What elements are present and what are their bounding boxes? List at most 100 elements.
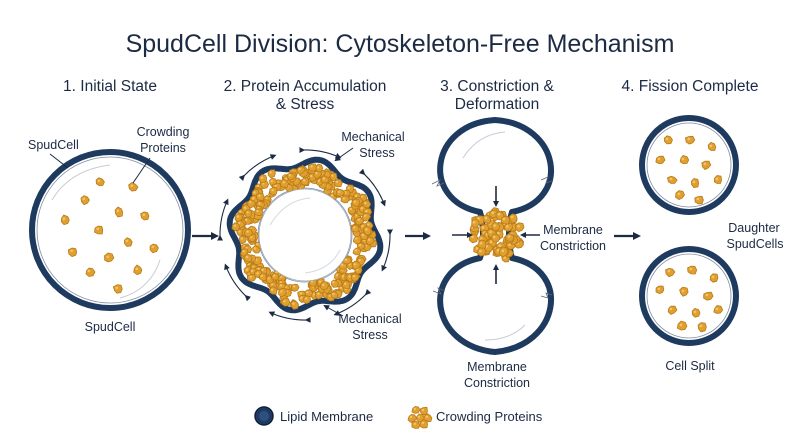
protein-highlight xyxy=(354,249,357,252)
protein-particle xyxy=(269,187,278,196)
stress-arrow xyxy=(224,263,252,302)
protein-particle xyxy=(697,322,707,333)
diagram-title: SpudCell Division: Cytoskeleton-Free Mec… xyxy=(126,30,675,58)
stress-arrow xyxy=(381,229,393,272)
protein-highlight xyxy=(135,267,139,271)
protein-highlight xyxy=(274,184,277,188)
protein-highlight xyxy=(62,217,66,221)
protein-highlight xyxy=(669,177,673,181)
step-3-heading: 3. Constriction & xyxy=(440,78,554,95)
stress-arrow xyxy=(333,288,372,316)
label-stress-bottom-line1: Mechanical xyxy=(338,312,401,326)
protein-highlight xyxy=(82,197,86,201)
protein-particle xyxy=(315,163,324,173)
label-crowding-line2: Proteins xyxy=(140,141,186,155)
protein-highlight xyxy=(316,166,320,169)
stress-bottom-pointer xyxy=(323,305,344,317)
protein-highlight xyxy=(283,300,286,303)
protein-highlight xyxy=(657,287,661,291)
protein-highlight xyxy=(317,179,321,182)
protein-highlight xyxy=(298,167,301,171)
protein-particle xyxy=(423,413,433,423)
protein-highlight xyxy=(246,211,249,214)
protein-highlight xyxy=(365,228,368,231)
protein-particle xyxy=(231,222,240,232)
protein-highlight xyxy=(332,292,335,296)
protein-highlight xyxy=(248,201,252,204)
label-constriction-side-line1: Membrane xyxy=(543,223,603,237)
label-stress-top-line1: Mechanical xyxy=(341,130,404,144)
protein-highlight xyxy=(284,177,288,180)
protein-highlight xyxy=(87,269,91,273)
stress-arrows xyxy=(217,147,393,323)
protein-highlight xyxy=(317,292,320,295)
stress-arrow xyxy=(358,168,386,207)
protein-highlight xyxy=(352,275,356,278)
protein-highlight xyxy=(151,245,155,249)
protein-highlight xyxy=(238,230,241,233)
protein-particle xyxy=(331,279,339,288)
stress-arrow xyxy=(238,154,277,182)
protein-highlight xyxy=(355,237,358,240)
protein-highlight xyxy=(315,171,318,175)
crowding-leader-line xyxy=(132,157,151,184)
protein-highlight xyxy=(332,281,335,284)
protein-highlight xyxy=(479,241,483,245)
protein-particle xyxy=(687,265,698,275)
protein-highlight xyxy=(270,288,274,291)
protein-highlight xyxy=(310,174,313,178)
protein-particle xyxy=(290,300,299,310)
protein-highlight xyxy=(304,297,308,300)
label-stress-bottom-line2: Stress xyxy=(352,328,387,342)
protein-highlight xyxy=(709,144,713,148)
protein-particle xyxy=(128,182,139,192)
protein-highlight xyxy=(491,211,494,214)
protein-highlight xyxy=(692,180,696,184)
protein-highlight xyxy=(358,243,362,247)
legend: Lipid Membrane Crowding Proteins xyxy=(254,406,543,429)
initial-cell xyxy=(29,149,191,311)
label-cell-split: Cell Split xyxy=(665,359,715,373)
protein-highlight xyxy=(669,307,673,311)
protein-highlight xyxy=(657,157,661,161)
step-4-heading: 4. Fission Complete xyxy=(622,78,759,95)
protein-highlight xyxy=(361,233,365,237)
protein-highlight xyxy=(489,230,492,234)
legend-proteins-label: Crowding Proteins xyxy=(436,409,543,424)
protein-highlight xyxy=(299,292,303,295)
protein-highlight xyxy=(339,286,343,289)
label-spudcell-top: SpudCell xyxy=(28,138,79,152)
protein-highlight xyxy=(242,249,245,253)
protein-particle xyxy=(334,179,343,188)
protein-highlight xyxy=(116,209,120,213)
protein-particle xyxy=(278,288,287,298)
protein-highlight xyxy=(331,194,334,197)
protein-highlight xyxy=(367,223,370,226)
stressed-cell xyxy=(217,147,393,323)
protein-particle xyxy=(254,208,264,217)
protein-highlight xyxy=(687,137,691,141)
protein-highlight xyxy=(693,310,697,314)
protein-highlight xyxy=(681,157,685,161)
protein-highlight xyxy=(236,215,240,218)
protein-highlight xyxy=(363,214,367,217)
daughter-bottom-proteins xyxy=(655,265,724,333)
protein-highlight xyxy=(354,194,358,197)
protein-particle xyxy=(419,406,428,416)
protein-highlight xyxy=(477,217,480,220)
protein-highlight xyxy=(293,285,296,288)
protein-highlight xyxy=(715,307,719,311)
protein-highlight xyxy=(331,174,334,177)
protein-highlight xyxy=(256,209,259,213)
protein-particle xyxy=(330,291,339,299)
protein-highlight xyxy=(335,180,339,183)
protein-highlight xyxy=(245,268,249,271)
protein-particle xyxy=(140,211,150,221)
protein-particle xyxy=(362,225,372,236)
constriction-protein-cluster xyxy=(468,207,525,263)
protein-highlight xyxy=(517,225,520,228)
protein-highlight xyxy=(479,249,482,253)
protein-highlight xyxy=(349,207,352,211)
protein-highlight xyxy=(258,202,261,205)
